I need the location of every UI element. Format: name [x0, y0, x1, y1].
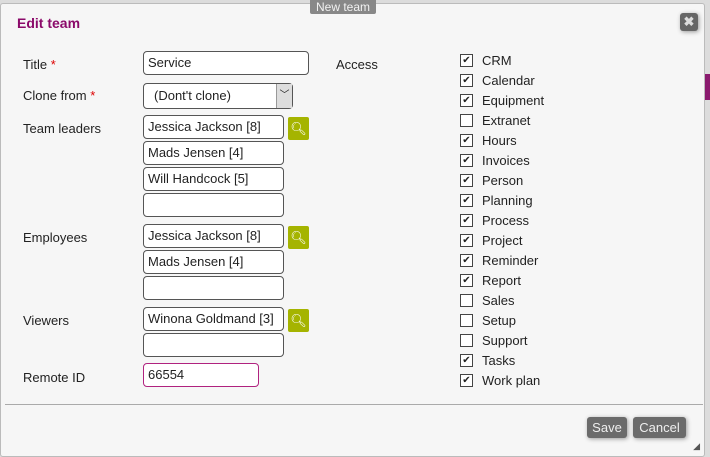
title-input[interactable]: Service — [143, 51, 309, 75]
access-checkbox-support[interactable]: Support — [460, 332, 528, 348]
remote-id-label: Remote ID — [23, 370, 86, 385]
title-label: Title * — [23, 57, 56, 72]
checked-icon[interactable]: ✔ — [460, 373, 473, 387]
search-icon[interactable]: 🔍︎ — [288, 226, 309, 249]
access-label: Access — [336, 57, 378, 72]
leader-input[interactable]: Will Handcock [5] — [143, 167, 284, 191]
leader-input[interactable]: Jessica Jackson [8] — [143, 115, 284, 139]
checked-icon[interactable]: ✔ — [460, 193, 473, 207]
clone-select[interactable]: (Dont't clone)﹀ — [143, 83, 293, 109]
checked-icon[interactable]: ✔ — [460, 93, 473, 107]
access-label-text: Person — [482, 172, 524, 188]
access-checkbox-extranet[interactable]: Extranet — [460, 112, 530, 128]
access-checkbox-invoices[interactable]: ✔ Invoices — [460, 152, 530, 168]
search-icon[interactable]: 🔍︎ — [288, 309, 309, 332]
access-label-text: Tasks — [482, 352, 516, 368]
viewers-label: Viewers — [23, 313, 70, 328]
access-checkbox-person[interactable]: ✔ Person — [460, 172, 523, 188]
access-checkbox-report[interactable]: ✔ Report — [460, 272, 521, 288]
access-label-text: Support — [482, 332, 528, 348]
leader-input[interactable] — [143, 193, 284, 217]
resize-grip-icon[interactable]: ◢ — [693, 441, 700, 451]
chevron-down-icon: ﹀ — [276, 84, 292, 108]
access-label-text: Invoices — [482, 152, 530, 168]
edit-team-dialog: Edit team ✖ Title * Service Clone from *… — [0, 3, 705, 457]
unchecked-icon[interactable] — [460, 333, 473, 347]
access-label-text: Project — [482, 232, 523, 248]
checked-icon[interactable]: ✔ — [460, 253, 473, 267]
access-label-text: Setup — [482, 312, 516, 328]
access-checkbox-setup[interactable]: Setup — [460, 312, 516, 328]
access-label-text: Planning — [482, 192, 533, 208]
access-checkbox-sales[interactable]: Sales — [460, 292, 515, 308]
checked-icon[interactable]: ✔ — [460, 273, 473, 287]
access-checkbox-crm[interactable]: ✔ CRM — [460, 52, 512, 68]
divider — [5, 404, 703, 405]
access-label-text: Hours — [482, 132, 517, 148]
checked-icon[interactable]: ✔ — [460, 213, 473, 227]
clone-label: Clone from * — [23, 88, 96, 103]
access-label-text: Work plan — [482, 372, 541, 388]
access-checkbox-planning[interactable]: ✔ Planning — [460, 192, 533, 208]
access-checkbox-hours[interactable]: ✔ Hours — [460, 132, 517, 148]
access-label-text: Sales — [482, 292, 515, 308]
access-label-text: Process — [482, 212, 529, 228]
viewer-input[interactable] — [143, 333, 284, 357]
access-label-text: Reminder — [482, 252, 539, 268]
leader-input[interactable]: Mads Jensen [4] — [143, 141, 284, 165]
checked-icon[interactable]: ✔ — [460, 353, 473, 367]
access-label-text: CRM — [482, 52, 512, 68]
access-checkbox-process[interactable]: ✔ Process — [460, 212, 529, 228]
access-checkbox-reminder[interactable]: ✔ Reminder — [460, 252, 538, 268]
employee-input[interactable] — [143, 276, 284, 300]
access-label-text: Equipment — [482, 92, 545, 108]
search-icon[interactable]: 🔍︎ — [288, 117, 309, 140]
viewer-input[interactable]: Winona Goldmand [3] — [143, 307, 284, 331]
access-label-text: Calendar — [482, 72, 535, 88]
access-label-text: Report — [482, 272, 522, 288]
new-team-button: New team — [310, 0, 377, 14]
cancel-button[interactable]: Cancel — [633, 417, 686, 438]
checked-icon[interactable]: ✔ — [460, 153, 473, 167]
unchecked-icon[interactable] — [460, 293, 473, 307]
close-icon[interactable]: ✖ — [680, 13, 698, 31]
employee-input[interactable]: Jessica Jackson [8] — [143, 224, 284, 248]
employee-input[interactable]: Mads Jensen [4] — [143, 250, 284, 274]
access-checkbox-equipment[interactable]: ✔ Equipment — [460, 92, 544, 108]
dialog-title: Edit team — [17, 15, 81, 31]
unchecked-icon[interactable] — [460, 313, 473, 327]
access-checkbox-work-plan[interactable]: ✔ Work plan — [460, 372, 540, 388]
checked-icon[interactable]: ✔ — [460, 133, 473, 147]
leaders-label: Team leaders — [23, 121, 102, 136]
access-checkbox-project[interactable]: ✔ Project — [460, 232, 522, 248]
background-bar — [704, 74, 710, 100]
unchecked-icon[interactable] — [460, 113, 473, 127]
employees-label: Employees — [23, 230, 88, 245]
access-label-text: Extranet — [482, 112, 531, 128]
checked-icon[interactable]: ✔ — [460, 53, 473, 67]
checked-icon[interactable]: ✔ — [460, 173, 473, 187]
access-checkbox-tasks[interactable]: ✔ Tasks — [460, 352, 515, 368]
access-checkbox-calendar[interactable]: ✔ Calendar — [460, 72, 535, 88]
save-button[interactable]: Save — [587, 417, 627, 438]
remote-id-input[interactable]: 66554 — [143, 363, 259, 387]
checked-icon[interactable]: ✔ — [460, 233, 473, 247]
checked-icon[interactable]: ✔ — [460, 73, 473, 87]
